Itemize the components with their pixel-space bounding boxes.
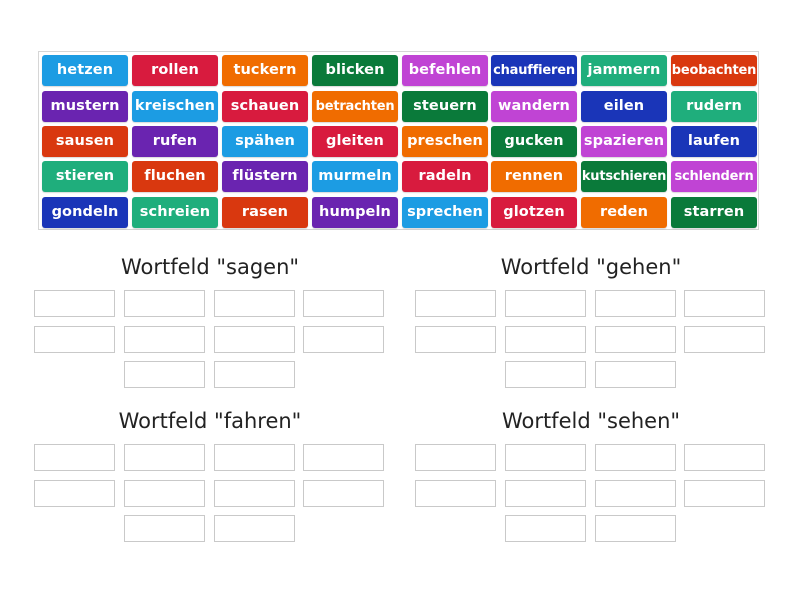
word-tile[interactable]: schauen	[222, 91, 308, 122]
drop-slot[interactable]	[595, 326, 676, 353]
drop-slot[interactable]	[505, 326, 586, 353]
word-tile[interactable]: sausen	[42, 126, 128, 157]
drop-slot[interactable]	[214, 515, 295, 542]
drop-slot[interactable]	[415, 290, 496, 317]
drop-slot[interactable]	[303, 444, 384, 471]
word-tile[interactable]: starren	[671, 197, 757, 228]
word-tile[interactable]: spähen	[222, 126, 308, 157]
drop-slot[interactable]	[684, 290, 765, 317]
drop-slot[interactable]	[124, 480, 205, 507]
drop-slot[interactable]	[214, 361, 295, 388]
word-tile[interactable]: reden	[581, 197, 667, 228]
word-tile[interactable]: rufen	[132, 126, 218, 157]
word-tile[interactable]: kutschieren	[581, 161, 667, 192]
drop-slot[interactable]	[595, 515, 676, 542]
word-tile[interactable]: sprechen	[402, 197, 488, 228]
group-title-sagen: Wortfeld "sagen"	[120, 255, 300, 279]
word-tile[interactable]: stieren	[42, 161, 128, 192]
word-tile[interactable]: tuckern	[222, 55, 308, 86]
drop-slot[interactable]	[34, 480, 115, 507]
drop-slot[interactable]	[214, 480, 295, 507]
word-tile[interactable]: laufen	[671, 126, 757, 157]
group-title-fahren: Wortfeld "fahren"	[118, 409, 302, 433]
word-tile[interactable]: befehlen	[402, 55, 488, 86]
drop-slot[interactable]	[415, 444, 496, 471]
word-tile[interactable]: kreischen	[132, 91, 218, 122]
word-tile[interactable]: beobachten	[671, 55, 757, 86]
drop-slot[interactable]	[505, 480, 586, 507]
word-tile[interactable]: blicken	[312, 55, 398, 86]
drop-slot[interactable]	[303, 290, 384, 317]
drop-slot[interactable]	[214, 290, 295, 317]
word-tile[interactable]: spazieren	[581, 126, 667, 157]
word-tile[interactable]: radeln	[402, 161, 488, 192]
drop-slot[interactable]	[505, 361, 586, 388]
drop-slot[interactable]	[214, 326, 295, 353]
word-tile[interactable]: betrachten	[312, 91, 398, 122]
word-tile[interactable]: fluchen	[132, 161, 218, 192]
drop-slot[interactable]	[595, 444, 676, 471]
word-tile[interactable]: hetzen	[42, 55, 128, 86]
word-tile[interactable]: gleiten	[312, 126, 398, 157]
drop-slot[interactable]	[34, 290, 115, 317]
drop-slot[interactable]	[214, 444, 295, 471]
drop-slot[interactable]	[124, 290, 205, 317]
drop-slot[interactable]	[505, 290, 586, 317]
drop-slot[interactable]	[505, 444, 586, 471]
word-tile[interactable]: steuern	[402, 91, 488, 122]
word-tile[interactable]: murmeln	[312, 161, 398, 192]
word-tile[interactable]: gucken	[491, 126, 577, 157]
word-tile[interactable]: humpeln	[312, 197, 398, 228]
word-tile[interactable]: flüstern	[222, 161, 308, 192]
drop-slot[interactable]	[124, 444, 205, 471]
word-tile[interactable]: rasen	[222, 197, 308, 228]
drop-slot[interactable]	[124, 515, 205, 542]
drop-slot[interactable]	[303, 326, 384, 353]
word-tile[interactable]: mustern	[42, 91, 128, 122]
word-tile[interactable]: jammern	[581, 55, 667, 86]
drop-slot[interactable]	[124, 361, 205, 388]
word-tile[interactable]: gondeln	[42, 197, 128, 228]
word-tile[interactable]: preschen	[402, 126, 488, 157]
drop-slot[interactable]	[415, 480, 496, 507]
drop-slot[interactable]	[505, 515, 586, 542]
drop-slot[interactable]	[415, 326, 496, 353]
word-tile[interactable]: rollen	[132, 55, 218, 86]
drop-slot[interactable]	[303, 480, 384, 507]
drop-slot[interactable]	[595, 480, 676, 507]
word-tile[interactable]: rennen	[491, 161, 577, 192]
drop-slot[interactable]	[684, 444, 765, 471]
drop-slot[interactable]	[34, 444, 115, 471]
drop-slot[interactable]	[124, 326, 205, 353]
drop-slot[interactable]	[684, 326, 765, 353]
word-tile[interactable]: glotzen	[491, 197, 577, 228]
drop-slot[interactable]	[684, 480, 765, 507]
group-title-sehen: Wortfeld "sehen"	[501, 409, 681, 433]
drop-slot[interactable]	[595, 361, 676, 388]
word-tile[interactable]: wandern	[491, 91, 577, 122]
group-title-gehen: Wortfeld "gehen"	[500, 255, 682, 279]
word-tile[interactable]: schreien	[132, 197, 218, 228]
word-tile[interactable]: eilen	[581, 91, 667, 122]
word-tile[interactable]: schlendern	[671, 161, 757, 192]
drop-slot[interactable]	[595, 290, 676, 317]
word-tile[interactable]: chauffieren	[491, 55, 577, 86]
word-tile[interactable]: rudern	[671, 91, 757, 122]
drop-slot[interactable]	[34, 326, 115, 353]
